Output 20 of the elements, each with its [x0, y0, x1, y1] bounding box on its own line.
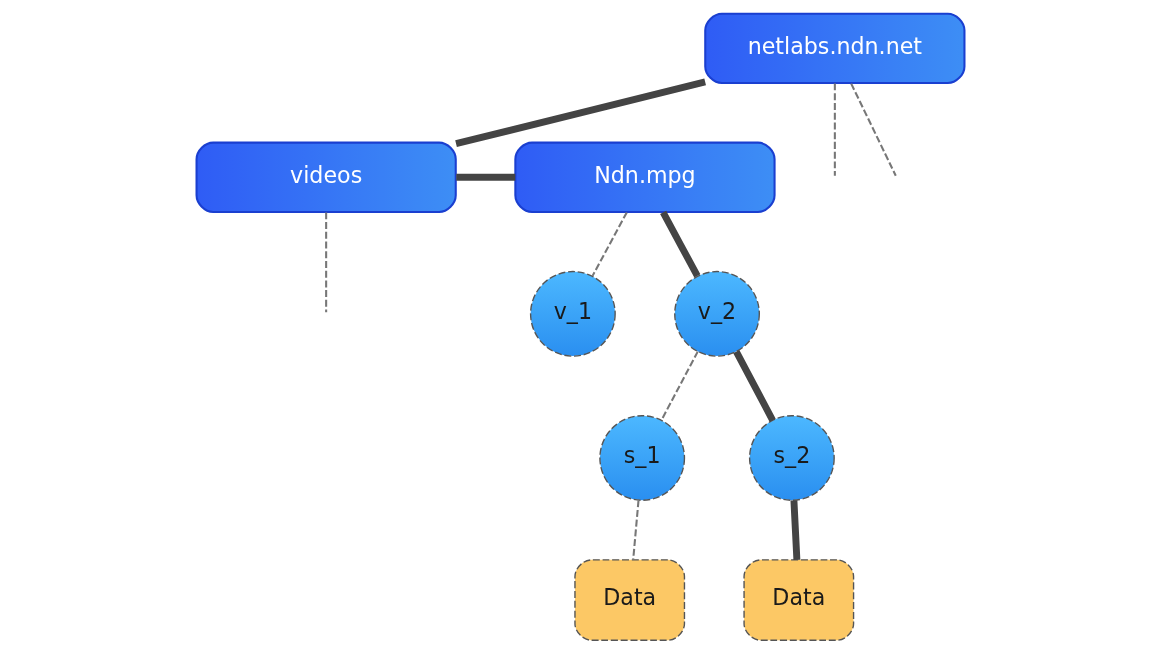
- connector: [325, 212, 328, 313]
- connector: [591, 211, 628, 277]
- node-box: Ndn.mpg: [514, 141, 776, 213]
- connector: [455, 78, 706, 148]
- connector: [660, 210, 701, 278]
- node-circle: v_2: [674, 270, 760, 357]
- node-box: Data: [574, 559, 686, 641]
- connector: [790, 500, 801, 560]
- connector: [456, 173, 516, 181]
- connector: [632, 500, 640, 560]
- node-circle: s_1: [599, 415, 686, 501]
- connector: [833, 83, 836, 176]
- node-box: netlabs.ndn.net: [704, 12, 966, 85]
- connector: [733, 350, 776, 422]
- node-circle: s_2: [748, 415, 835, 501]
- connector: [660, 351, 699, 421]
- connector: [850, 83, 897, 177]
- node-box: Data: [743, 559, 855, 641]
- node-box: videos: [195, 141, 457, 213]
- node-circle: v_1: [529, 270, 616, 357]
